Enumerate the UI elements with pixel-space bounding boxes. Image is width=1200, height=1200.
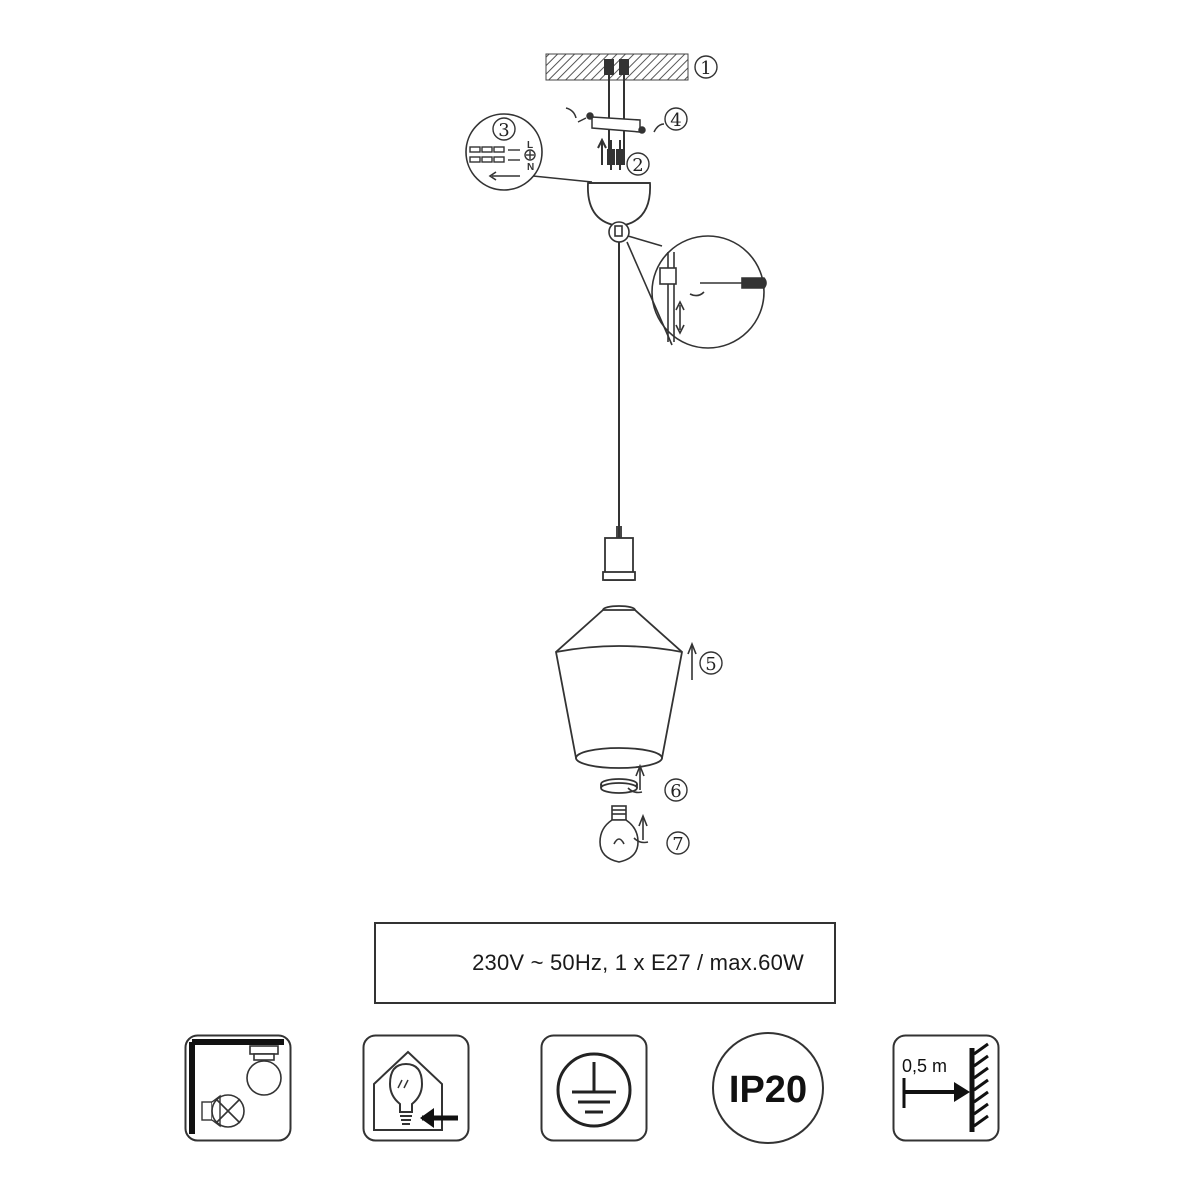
svg-text:2: 2 bbox=[632, 155, 643, 176]
svg-text:6: 6 bbox=[670, 781, 681, 802]
light-bulb bbox=[599, 805, 639, 863]
canopy-screws bbox=[597, 137, 624, 170]
ip-rating-icon: IP20 bbox=[710, 1030, 826, 1146]
indoor-use-icon bbox=[184, 1034, 292, 1142]
ip-rating-label: IP20 bbox=[729, 1069, 807, 1111]
spec-box: 230V ~ 50Hz, 1 x E27 / max.60W bbox=[374, 922, 836, 1004]
assembly-diagram: L N bbox=[465, 53, 767, 863]
min-distance-icon: 0,5 m bbox=[892, 1034, 1000, 1142]
min-distance-label: 0,5 m bbox=[902, 1056, 947, 1076]
callout-2: 2 bbox=[626, 152, 650, 176]
wiring-detail: L N bbox=[465, 113, 593, 191]
protective-earth-icon bbox=[540, 1034, 648, 1142]
spec-text: 230V ~ 50Hz, 1 x E27 / max.60W bbox=[472, 950, 804, 975]
svg-text:1: 1 bbox=[700, 58, 711, 79]
glass-shade bbox=[555, 605, 683, 769]
callout-4: 4 bbox=[664, 107, 688, 131]
ceiling-screws bbox=[604, 59, 629, 165]
callout-5: 5 bbox=[699, 651, 723, 675]
bulb-replaceable-icon bbox=[362, 1034, 470, 1142]
lamp-holder bbox=[602, 526, 636, 581]
wiring-live-label: L bbox=[527, 140, 533, 151]
cable-gripper-detail bbox=[608, 221, 767, 349]
callout-6: 6 bbox=[664, 778, 688, 802]
mounting-bracket bbox=[565, 107, 665, 134]
wiring-neutral-label: N bbox=[527, 162, 534, 173]
ceiling-canopy bbox=[587, 182, 651, 227]
callout-3: 3 bbox=[492, 117, 516, 141]
callout-7: 7 bbox=[666, 831, 690, 855]
svg-text:5: 5 bbox=[705, 654, 716, 675]
svg-text:4: 4 bbox=[670, 110, 681, 131]
callout-1: 1 bbox=[694, 55, 718, 79]
assembly-arrows bbox=[627, 641, 697, 844]
svg-text:3: 3 bbox=[498, 120, 509, 141]
ceiling bbox=[545, 53, 689, 81]
shade-ring bbox=[600, 778, 638, 794]
svg-text:7: 7 bbox=[672, 834, 683, 855]
